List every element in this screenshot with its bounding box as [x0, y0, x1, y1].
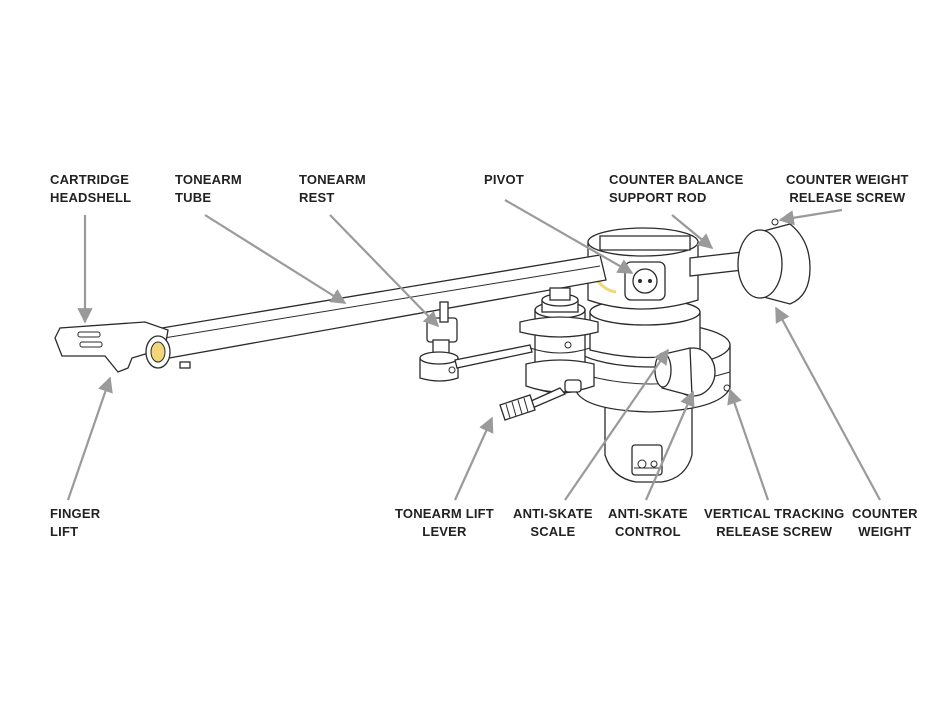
leader-counter-balance-rod	[671, 214, 714, 249]
label-pivot: PIVOT	[484, 171, 524, 189]
label-line: CONTROL	[615, 524, 681, 539]
label-counter-weight-screw: COUNTER WEIGHT RELEASE SCREW	[786, 171, 909, 207]
label-line: COUNTER BALANCE	[609, 172, 744, 187]
label-tonearm-rest: TONEARM REST	[299, 171, 366, 207]
label-tonearm-tube: TONEARM TUBE	[175, 171, 242, 207]
label-line: TONEARM	[175, 172, 242, 187]
label-counter-balance-rod: COUNTER BALANCE SUPPORT ROD	[609, 171, 743, 207]
leader-tonearm-tube	[204, 214, 347, 304]
leader-tonearm-lift-lever	[453, 416, 494, 501]
label-anti-skate-scale: ANTI-SKATE SCALE	[513, 505, 593, 541]
label-line: LIFT	[50, 524, 79, 539]
label-cartridge-headshell: CARTRIDGE HEADSHELL	[50, 171, 131, 207]
label-line: SUPPORT ROD	[609, 190, 707, 205]
label-line: TONEARM LIFT	[395, 506, 494, 521]
label-line: WEIGHT	[858, 524, 912, 539]
label-line: SCALE	[530, 524, 576, 539]
leader-anti-skate-scale	[564, 348, 669, 501]
leader-vertical-tracking-screw	[727, 388, 770, 501]
leader-counter-weight	[775, 306, 881, 501]
label-line: LEVER	[422, 524, 467, 539]
label-line: PIVOT	[484, 172, 525, 187]
label-line: TONEARM	[299, 172, 366, 187]
label-counter-weight: COUNTER WEIGHT	[852, 505, 918, 541]
leader-pivot	[504, 199, 634, 274]
label-line: RELEASE SCREW	[716, 524, 833, 539]
label-line: ANTI-SKATE	[608, 506, 688, 521]
label-line: COUNTER WEIGHT	[786, 172, 909, 187]
label-finger-lift: FINGER LIFT	[50, 505, 100, 541]
label-line: HEADSHELL	[50, 190, 132, 205]
leader-tonearm-rest	[329, 214, 440, 328]
label-vertical-tracking-screw: VERTICAL TRACKING RELEASE SCREW	[704, 505, 844, 541]
label-tonearm-lift-lever: TONEARM LIFT LEVER	[395, 505, 494, 541]
tonearm-illustration	[54, 218, 811, 483]
label-line: CARTRIDGE	[50, 172, 130, 187]
leader-lines	[66, 199, 881, 501]
label-line: COUNTER	[852, 506, 918, 521]
label-line: FINGER	[50, 506, 101, 521]
label-line: VERTICAL TRACKING	[704, 506, 845, 521]
label-anti-skate-control: ANTI-SKATE CONTROL	[608, 505, 688, 541]
leader-counter-weight-screw	[778, 208, 843, 226]
leader-anti-skate-control	[644, 390, 695, 501]
label-line: TUBE	[175, 190, 212, 205]
label-line: REST	[299, 190, 335, 205]
leader-finger-lift	[66, 376, 113, 501]
label-line: RELEASE SCREW	[789, 190, 906, 205]
label-line: ANTI-SKATE	[513, 506, 593, 521]
